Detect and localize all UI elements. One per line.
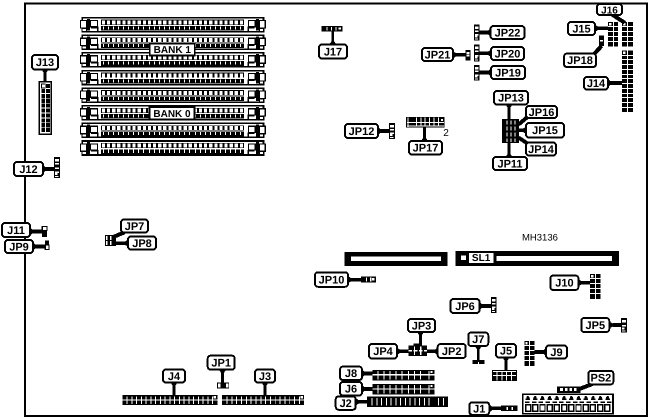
svg-text:BANK 0: BANK 0 [153, 109, 191, 120]
svg-text:J9: J9 [550, 347, 562, 359]
svg-text:JP21: JP21 [425, 49, 451, 61]
svg-text:J13: J13 [36, 57, 54, 69]
svg-text:J2: J2 [340, 398, 352, 410]
svg-text:JP7: JP7 [125, 221, 145, 233]
svg-text:JP8: JP8 [132, 238, 152, 250]
svg-text:JP11: JP11 [497, 158, 522, 170]
svg-text:JP4: JP4 [373, 346, 393, 358]
svg-text:J16: J16 [601, 5, 618, 16]
svg-text:J14: J14 [587, 78, 606, 90]
svg-text:J15: J15 [572, 23, 590, 35]
svg-text:JP17: JP17 [413, 143, 439, 155]
svg-text:JP5: JP5 [586, 320, 606, 332]
svg-text:JP1: JP1 [211, 357, 231, 369]
svg-text:PS2: PS2 [591, 372, 612, 384]
svg-text:JP6: JP6 [455, 301, 475, 313]
svg-text:JP3: JP3 [412, 320, 432, 332]
svg-text:JP15: JP15 [532, 125, 558, 137]
svg-text:J8: J8 [345, 368, 357, 380]
svg-text:J11: J11 [7, 225, 25, 237]
svg-text:JP10: JP10 [319, 274, 345, 286]
svg-text:JP22: JP22 [495, 27, 521, 39]
svg-text:J7: J7 [472, 334, 484, 346]
svg-text:J5: J5 [500, 346, 512, 358]
svg-text:JP12: JP12 [349, 126, 375, 138]
svg-text:J12: J12 [19, 164, 37, 176]
svg-text:JP9: JP9 [9, 241, 29, 253]
svg-text:JP16: JP16 [529, 107, 555, 119]
svg-text:JP2: JP2 [442, 346, 462, 358]
svg-text:J10: J10 [555, 278, 573, 290]
svg-text:SL1: SL1 [472, 253, 491, 264]
svg-text:J3: J3 [259, 371, 271, 383]
svg-text:JP20: JP20 [495, 48, 521, 60]
svg-text:J6: J6 [345, 384, 357, 396]
svg-text:JP13: JP13 [498, 93, 524, 105]
svg-text:JP14: JP14 [528, 144, 555, 156]
svg-text:J17: J17 [324, 46, 342, 58]
svg-text:JP18: JP18 [567, 55, 593, 67]
svg-text:JP19: JP19 [495, 67, 521, 79]
svg-text:J4: J4 [168, 371, 181, 383]
svg-text:2: 2 [443, 128, 449, 139]
svg-text:MH3136: MH3136 [522, 233, 558, 244]
svg-text:BANK 1: BANK 1 [154, 45, 192, 56]
svg-text:J1: J1 [473, 403, 485, 415]
